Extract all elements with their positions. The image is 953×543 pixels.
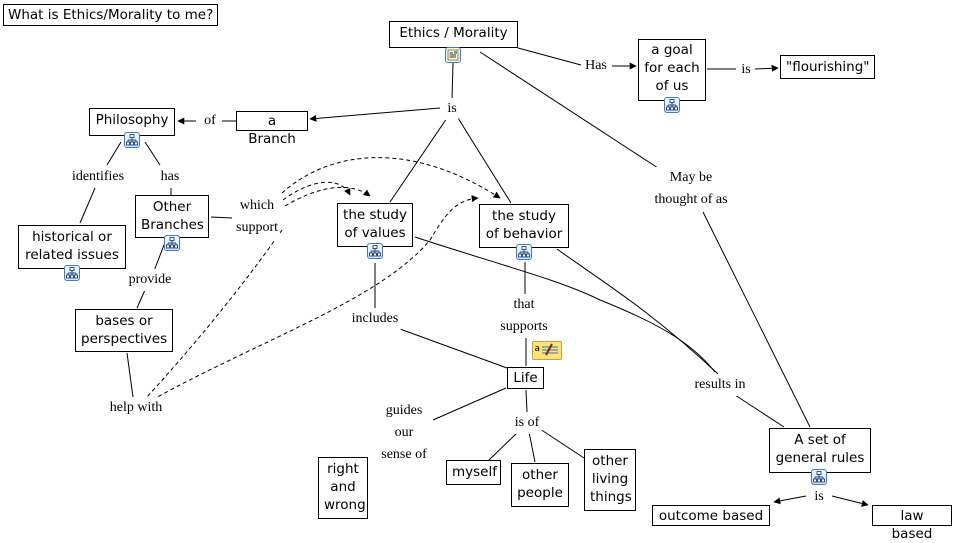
- link-is-main[interactable]: is: [445, 98, 459, 120]
- line-values-resultsin: [414, 236, 716, 373]
- concept-map-links: [79, 47, 869, 507]
- link-may-be-thought-of-as[interactable]: May be thought of as: [652, 167, 730, 211]
- link-has[interactable]: Has: [583, 55, 609, 77]
- line-is-branch: [309, 107, 441, 122]
- line-is-values: [389, 117, 448, 203]
- link-is-of[interactable]: is of: [512, 412, 542, 434]
- map-title: What is Ethics/Morality to me?: [3, 4, 219, 26]
- link-has-branches[interactable]: has: [158, 166, 182, 188]
- link-includes[interactable]: includes: [349, 308, 401, 330]
- dashed-which-values-2: [284, 186, 371, 207]
- link-of[interactable]: of: [202, 110, 218, 132]
- line-life-isof: [525, 389, 528, 413]
- link-results-in[interactable]: results in: [692, 374, 748, 396]
- line-is-behavior: [457, 117, 512, 204]
- line-ethics-maybe: [479, 51, 659, 169]
- svg-text:a: a: [535, 344, 541, 354]
- line-provide-bases: [136, 289, 146, 309]
- dashed-helpwith-behavior: [151, 195, 479, 401]
- concept-map-icon[interactable]: [367, 243, 383, 259]
- annotation-note-icon[interactable]: a: [532, 341, 562, 360]
- concept-philosophy[interactable]: Philosophy: [89, 108, 175, 136]
- concept-map-icon[interactable]: [164, 235, 180, 251]
- line-otherbranches-provide: [153, 244, 165, 272]
- concept-other-living-things[interactable]: other living things: [584, 449, 636, 511]
- link-help-with[interactable]: help with: [107, 397, 165, 419]
- concept-other-people[interactable]: other people: [511, 463, 569, 507]
- concept-general-rules[interactable]: A set of general rules: [769, 428, 871, 473]
- concept-law-based[interactable]: law based: [872, 505, 952, 542]
- link-which-support[interactable]: which support: [234, 195, 280, 239]
- link-that-supports[interactable]: that supports: [498, 294, 550, 338]
- line-isof-otherliving: [539, 428, 585, 459]
- line-otherbranches-which: [210, 216, 233, 219]
- concept-flourishing[interactable]: "flourishing": [780, 55, 875, 79]
- line-behavior-resultsin: [556, 248, 719, 375]
- concept-historical-issues[interactable]: historical or related issues: [18, 225, 126, 269]
- concept-study-of-behavior[interactable]: the study of behavior: [479, 204, 569, 248]
- concept-ethics-morality[interactable]: Ethics / Morality: [389, 21, 518, 48]
- concept-bases-perspectives[interactable]: bases or perspectives: [75, 309, 173, 352]
- concept-study-of-values[interactable]: the study of values: [337, 203, 413, 247]
- line-maybe-rules: [702, 211, 811, 428]
- document-image-icon[interactable]: [445, 47, 461, 63]
- link-identifies[interactable]: identifies: [69, 166, 127, 188]
- concept-map-icon[interactable]: [811, 469, 827, 485]
- line-is-outcome: [773, 495, 807, 505]
- line-includes-life: [399, 328, 508, 369]
- line-is-flourishing: [754, 64, 779, 72]
- concept-map-icon[interactable]: [664, 97, 680, 113]
- dashed-which-values-1: [282, 181, 351, 201]
- line-life-guides: [432, 387, 507, 421]
- concept-a-branch[interactable]: a Branch: [236, 111, 308, 147]
- concept-map-icon[interactable]: [124, 132, 140, 148]
- link-is-rules[interactable]: is: [812, 486, 826, 508]
- line-bases-helpwith: [126, 352, 134, 398]
- line-ethics-is: [451, 62, 454, 101]
- line-philosophy-has: [144, 141, 161, 166]
- concept-outcome-based[interactable]: outcome based: [652, 505, 770, 526]
- concept-map-icon[interactable]: [64, 265, 80, 281]
- concept-myself[interactable]: myself: [446, 460, 501, 485]
- link-provide[interactable]: provide: [126, 269, 174, 291]
- line-philosophy-identifies: [106, 141, 122, 166]
- line-isof-myself: [488, 431, 519, 461]
- line-ethics-has: [517, 47, 582, 66]
- line-identifies-historical: [79, 187, 96, 224]
- dashed-support-down: [145, 229, 283, 399]
- concept-map-icon[interactable]: [516, 244, 532, 260]
- line-isof-otherpeople: [528, 431, 536, 463]
- dashed-which-behavior: [281, 157, 501, 199]
- concept-other-branches[interactable]: Other Branches: [135, 195, 209, 238]
- line-is-law: [831, 495, 869, 507]
- concept-right-and-wrong[interactable]: right and wrong: [318, 457, 368, 519]
- line-resultsin-rules: [734, 394, 785, 428]
- concept-life[interactable]: Life: [507, 367, 544, 389]
- concept-goal[interactable]: a goal for each of us: [638, 39, 706, 101]
- link-guides-sense-of[interactable]: guides our sense of: [379, 400, 429, 466]
- link-is-flourishing[interactable]: is: [739, 59, 753, 81]
